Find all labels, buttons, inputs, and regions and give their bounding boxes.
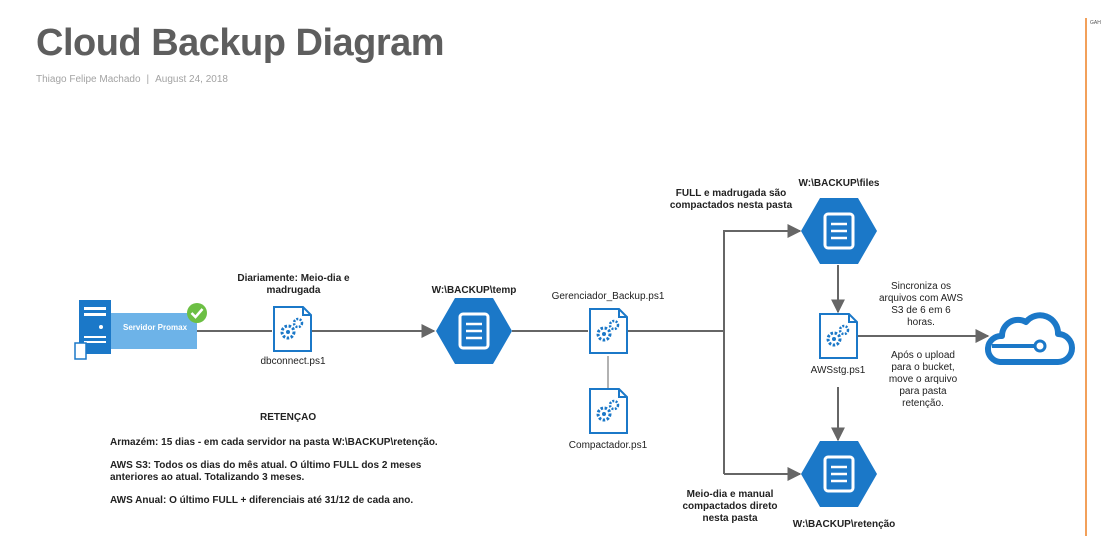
- retention-aws-anual: AWS Anual: O último FULL + diferenciais …: [110, 495, 414, 506]
- temp-folder-label: W:\BACKUP\temp: [431, 285, 517, 296]
- publish-date: August 24, 2018: [155, 74, 228, 85]
- awsstg-label: AWSstg.ps1: [810, 365, 866, 376]
- retencao-document-hexagon-icon: [801, 441, 877, 507]
- awsstg-gear-file-icon: [819, 313, 858, 359]
- server-icon: [74, 300, 197, 360]
- temp-document-hexagon-icon: [436, 298, 512, 364]
- files-caption: FULL e madrugada são compactados nesta p…: [669, 188, 793, 211]
- dbconnect-label: dbconnect.ps1: [260, 356, 326, 367]
- files-document-hexagon-icon: [801, 198, 877, 264]
- retention-aws-s3: AWS S3: Todos os dias do mês atual. O úl…: [110, 460, 422, 483]
- page-title: Cloud Backup Diagram: [36, 22, 445, 64]
- retention-armazem: Armazém: 15 dias - em cada servidor na p…: [110, 437, 438, 448]
- cloud-icon: [985, 312, 1075, 365]
- retencao-caption: Meio-dia e manual compactados direto nes…: [682, 489, 778, 524]
- corner-tag: GAH: [1090, 20, 1101, 26]
- compactador-gear-file-icon: [589, 388, 628, 434]
- retencao-folder-label: W:\BACKUP\retenção: [792, 519, 896, 530]
- byline-separator: |: [146, 74, 150, 85]
- connector-junction-files: [723, 224, 802, 474]
- byline: Thiago Felipe Machado | August 24, 2018: [36, 74, 228, 85]
- retention-heading: RETENÇAO: [260, 412, 317, 423]
- sync-note: Sincroniza os arquivos com AWS S3 de 6 e…: [878, 281, 964, 328]
- upload-note: Após o upload para o bucket, move o arqu…: [888, 350, 958, 409]
- gerenciador-label: Gerenciador_Backup.ps1: [551, 291, 665, 302]
- files-folder-label: W:\BACKUP\files: [798, 178, 880, 189]
- compactador-label: Compactador.ps1: [568, 440, 648, 451]
- gerenciador-gear-file-icon: [589, 308, 628, 354]
- check-icon: [187, 303, 207, 323]
- dbconnect-caption: Diariamente: Meio-dia e madrugada: [237, 273, 350, 296]
- server-label: Servidor Promax: [122, 323, 188, 332]
- side-divider: [1085, 18, 1087, 536]
- dbconnect-gear-file-icon: [273, 306, 312, 352]
- author-name: Thiago Felipe Machado: [36, 74, 141, 85]
- connectors: [197, 224, 990, 481]
